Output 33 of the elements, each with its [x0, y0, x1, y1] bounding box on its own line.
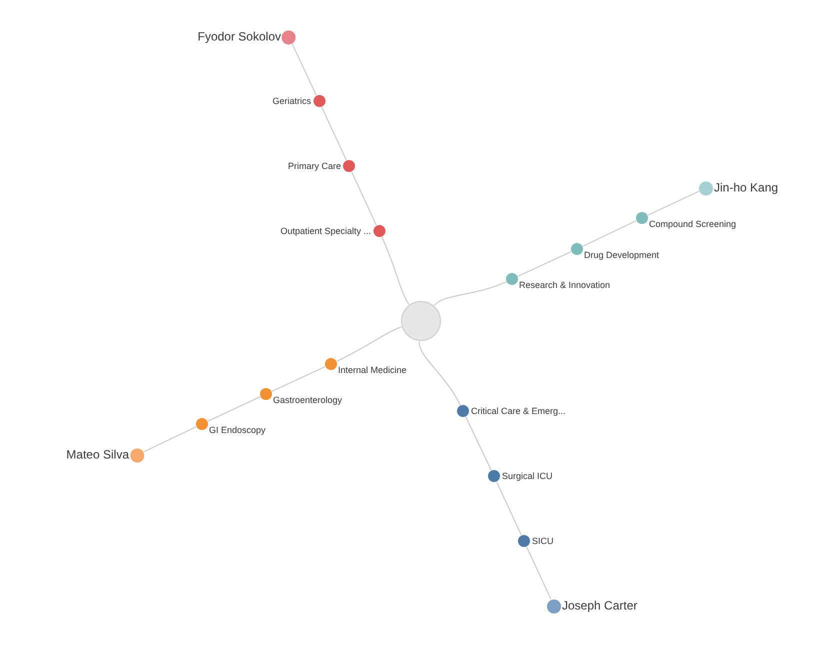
person-name: Fyodor Sokolov [198, 30, 281, 44]
connector-line [271, 366, 326, 392]
connector-line [647, 190, 700, 216]
connector-line [496, 481, 522, 536]
connector-line [143, 426, 197, 452]
connector-line [207, 396, 261, 422]
connector-line [526, 546, 552, 600]
connector-line [351, 171, 377, 226]
node-label: Primary Care [288, 160, 341, 172]
connector-line [582, 220, 637, 247]
node-label: Research & Innovation [519, 279, 610, 291]
connector-line [336, 326, 402, 362]
connector-line [321, 106, 347, 161]
connector-line [517, 251, 572, 277]
connector-line [434, 281, 507, 306]
connector-line [465, 416, 492, 471]
node-label: Drug Development [584, 249, 660, 261]
person-name: Jin-ho Kang [714, 180, 778, 196]
node-label: Surgical ICU [502, 470, 553, 482]
node-label: Gastroenterology [273, 394, 342, 406]
hub-circle [401, 301, 441, 341]
connector-line [292, 43, 317, 96]
node-label: Critical Care & Emerg... [471, 405, 566, 417]
person-name: Joseph Carter [562, 598, 638, 614]
connector-line [381, 236, 410, 305]
node-label: SICU [532, 535, 554, 547]
node-label: Internal Medicine [338, 364, 407, 376]
node-label: Outpatient Specialty ... [280, 225, 371, 237]
node-label: GI Endoscopy [209, 424, 266, 436]
connector-line [418, 340, 461, 406]
node-label: Compound Screening [649, 218, 736, 230]
person-name: Mateo Silva [66, 448, 129, 462]
node-label: Geriatrics [272, 95, 311, 107]
